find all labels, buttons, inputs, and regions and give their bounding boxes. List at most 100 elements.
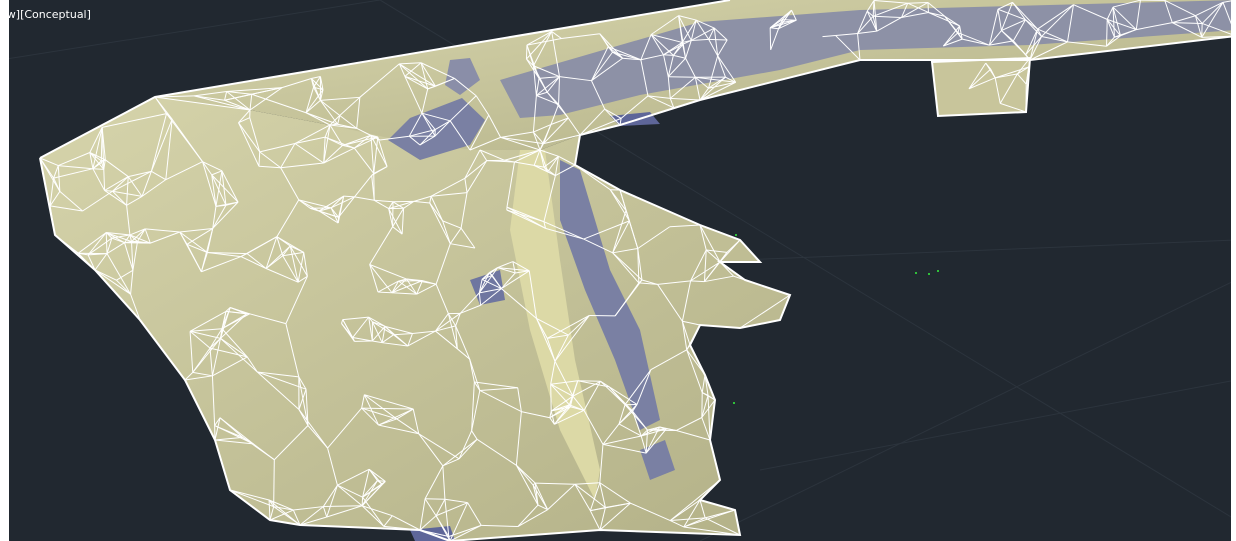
tin-edge	[622, 57, 641, 61]
tin-edge	[667, 55, 674, 77]
tin-edge	[539, 149, 549, 173]
tin-edge	[532, 484, 549, 510]
tin-edge	[434, 120, 451, 137]
tin-edge	[685, 40, 692, 59]
tin-edge	[229, 307, 247, 315]
tin-edge	[1001, 19, 1026, 32]
tin-edge	[214, 436, 243, 441]
tin-edge	[543, 175, 556, 222]
tin-edge	[959, 25, 963, 40]
tin-edge	[469, 114, 490, 151]
tin-edge	[420, 62, 455, 79]
tin-edge	[221, 170, 227, 206]
tin-edge	[637, 248, 643, 281]
tin-edge	[690, 261, 721, 282]
tin-edge	[419, 135, 436, 146]
tin-edge	[89, 152, 94, 169]
tin-edge	[695, 19, 715, 29]
tin-edge	[144, 228, 151, 244]
tin-edge	[476, 438, 517, 466]
tin-edge	[103, 169, 106, 191]
tin-edge	[901, 2, 929, 18]
tin-edge	[292, 509, 301, 526]
tin-edge	[383, 515, 393, 527]
tin-edge	[449, 524, 482, 541]
tin-edge	[364, 394, 398, 420]
tin-edge	[226, 90, 252, 95]
tin-edge	[647, 95, 671, 99]
tin-edge	[202, 161, 217, 207]
tin-edge	[337, 196, 345, 224]
tin-edge	[599, 482, 606, 508]
tin-edge	[298, 376, 309, 426]
tin-edge	[382, 342, 408, 347]
tin-edge	[179, 227, 213, 233]
tin-edge	[501, 270, 530, 290]
tin-edge	[206, 228, 214, 253]
tin-edge	[1025, 19, 1038, 30]
tin-edge	[968, 62, 987, 90]
tin-edge	[318, 210, 339, 218]
tin-edge	[207, 251, 242, 258]
tin-edge	[401, 208, 405, 235]
tin-edge	[273, 506, 294, 511]
tin-edge	[354, 134, 372, 149]
tin-edge	[599, 507, 606, 531]
tin-edge	[361, 407, 379, 426]
tin-edge	[770, 28, 780, 50]
tin-edge	[194, 95, 225, 101]
tin-edge	[285, 323, 300, 378]
tin-edge	[591, 80, 606, 110]
tin-edge	[554, 334, 569, 362]
tin-edge	[968, 77, 996, 90]
tin-edge	[1195, 15, 1203, 24]
tin-edge	[681, 19, 697, 43]
tin-edge	[209, 348, 213, 376]
tin-edge	[1194, 15, 1203, 38]
tin-edge	[489, 267, 498, 273]
tin-edge	[641, 428, 667, 437]
tin-edge	[479, 149, 488, 161]
tin-edge	[112, 170, 152, 192]
tin-edge	[211, 174, 217, 207]
tin-edge	[209, 328, 223, 349]
tin-edge	[640, 34, 652, 60]
tin-edge	[704, 275, 734, 283]
visual-style-control[interactable]: [Conceptual]	[20, 8, 91, 21]
tin-edge	[129, 234, 133, 242]
tin-edge	[968, 68, 992, 90]
tin-edge	[673, 54, 686, 59]
tin-edge	[324, 136, 355, 149]
tin-edge	[488, 114, 502, 138]
tin-edge	[835, 33, 858, 37]
tin-edge	[273, 459, 275, 507]
tin-edge	[1136, 22, 1173, 31]
tin-edge	[337, 468, 370, 486]
tin-edge	[717, 55, 726, 78]
tin-edge	[406, 278, 423, 282]
tin-edge	[259, 151, 281, 169]
tin-edge	[612, 51, 641, 61]
tin-edge	[258, 165, 281, 169]
tin-edge	[305, 87, 315, 113]
tin-edge	[872, 2, 908, 17]
tin-edge	[211, 375, 216, 426]
tin-edge	[189, 330, 221, 339]
tin-edge	[326, 505, 363, 518]
tin-edge	[704, 517, 741, 536]
tin-edge	[567, 117, 581, 136]
tin-edge	[442, 465, 446, 500]
tin-edge	[189, 310, 227, 332]
viewport-controls-label[interactable]: ew][Conceptual]	[0, 8, 91, 22]
view-control[interactable]: ew]	[0, 8, 21, 21]
tin-edge	[221, 313, 247, 330]
tin-edge	[449, 95, 477, 122]
tin-edge	[420, 62, 436, 87]
tin-edge	[589, 510, 601, 531]
tin-edge	[361, 481, 386, 507]
tin-edge	[546, 91, 559, 105]
tin-edge	[299, 516, 327, 526]
tin-edge	[298, 376, 307, 390]
